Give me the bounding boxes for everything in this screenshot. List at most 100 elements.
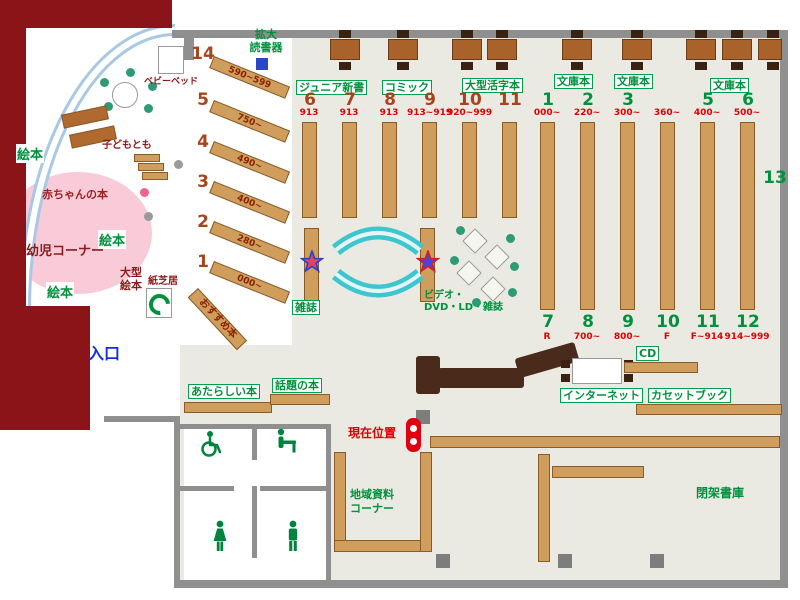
stack-number: 5: [702, 90, 714, 110]
stack-number: 11: [696, 312, 720, 332]
diagonal-shelf: 000~: [209, 261, 291, 304]
stack-range: R: [543, 332, 551, 342]
stack-range: 500~: [733, 108, 761, 118]
infant-corner-label: 幼児コーナー: [26, 244, 105, 259]
large-picture-books-label: 大型 絵本: [120, 266, 142, 292]
local-materials-label: 地域資料 コーナー: [350, 488, 394, 516]
local-materials-shelf: [420, 452, 432, 552]
chair: [731, 62, 743, 70]
star-marker-right-icon: [416, 250, 440, 273]
restroom-wall-mid-v2: [252, 486, 257, 558]
chair: [397, 62, 409, 70]
service-counter: [416, 356, 440, 394]
stool: [506, 234, 515, 243]
womens-toilet-icon: [213, 520, 227, 551]
reading-table: [562, 39, 592, 60]
reading-table: [622, 39, 652, 60]
stool: [450, 256, 459, 265]
cd-shelf: [624, 362, 698, 373]
chair: [461, 30, 473, 38]
stack-shelf: [538, 454, 550, 562]
maroon-top-bar: [0, 0, 172, 28]
stack-number-13: 13: [763, 168, 787, 188]
chair: [339, 62, 351, 70]
ehon-label: 絵本: [46, 282, 75, 301]
bookstack: [342, 122, 357, 218]
reading-table-group: [686, 30, 716, 70]
restroom-wall-right: [326, 424, 331, 588]
curved-benches: [331, 226, 425, 298]
magnifier-line2: 読書器: [249, 41, 283, 54]
step-bench: [142, 172, 168, 180]
shelf-number: 14: [191, 44, 215, 64]
shelf-number: 2: [197, 212, 209, 232]
reading-table: [686, 39, 716, 60]
topical-books-shelf: [270, 394, 330, 405]
bookstack: [620, 122, 635, 310]
mens-toilet-icon: [288, 520, 298, 551]
baby-changing-icon: [277, 428, 296, 453]
diagonal-shelf: 490~: [209, 141, 291, 184]
reading-table-group: [452, 30, 482, 70]
chair: [731, 30, 743, 38]
stack-number: 7: [344, 90, 356, 110]
pin-dot: [410, 425, 417, 432]
shelf-range: 750~: [235, 112, 264, 132]
bookstack: [580, 122, 595, 310]
reading-table: [487, 39, 517, 60]
pillar: [650, 554, 664, 568]
pillar: [436, 554, 450, 568]
kamishibai-label: 紙芝居: [148, 276, 178, 287]
local-materials-shelf: [334, 540, 432, 552]
stack-range: 920~999: [447, 108, 493, 118]
bunko-label: 文庫本: [710, 78, 749, 93]
bunko-label: 文庫本: [614, 74, 653, 89]
chair: [339, 30, 351, 38]
reading-table-group: [562, 30, 592, 70]
video-line1: ビデオ・: [424, 290, 464, 301]
stack-number: 9: [424, 90, 436, 110]
chair: [631, 62, 643, 70]
chair: [461, 62, 473, 70]
bookstack: [302, 122, 317, 218]
stool: [508, 288, 517, 297]
restroom-wall-mid-h2: [260, 486, 330, 491]
stack-range: 914~999: [724, 332, 770, 342]
service-counter: [438, 368, 524, 388]
stack-number: 1: [542, 90, 554, 110]
bookstack: [660, 122, 675, 310]
chair: [496, 30, 508, 38]
large-print-label: 大型活字本: [462, 78, 523, 93]
chair: [631, 30, 643, 38]
diagonal-shelf: 750~: [209, 100, 291, 143]
stack-number: 6: [742, 90, 754, 110]
stool: [144, 104, 153, 113]
internet-label: インターネット: [560, 388, 643, 403]
new-books-shelf: [184, 402, 272, 413]
stool: [100, 78, 109, 87]
stool: [104, 102, 113, 111]
current-position-pin: [406, 418, 421, 452]
reading-table-group: [758, 30, 782, 70]
stack-range: 913: [339, 108, 359, 118]
shelf-number: 1: [197, 252, 209, 272]
chair: [695, 30, 707, 38]
bookstack: [382, 122, 397, 218]
pillar: [558, 554, 572, 568]
maroon-entrance-block: [0, 306, 90, 430]
shelf-range: 590~599: [226, 64, 273, 91]
chair: [496, 62, 508, 70]
video-line2: DVD・LD・雑誌: [424, 302, 504, 313]
stack-number: 10: [656, 312, 680, 332]
bookstack: [740, 122, 755, 310]
reading-table-group: [487, 30, 517, 70]
bookstack: [540, 122, 555, 310]
chair: [767, 62, 779, 70]
cassette-shelf: [636, 404, 782, 415]
stack-range: 000~: [533, 108, 561, 118]
chair: [571, 62, 583, 70]
stack-range: 220~: [573, 108, 601, 118]
stool: [510, 262, 519, 271]
kids-books-label: 子どもとも: [102, 140, 152, 151]
stack-range: 800~: [613, 332, 641, 342]
